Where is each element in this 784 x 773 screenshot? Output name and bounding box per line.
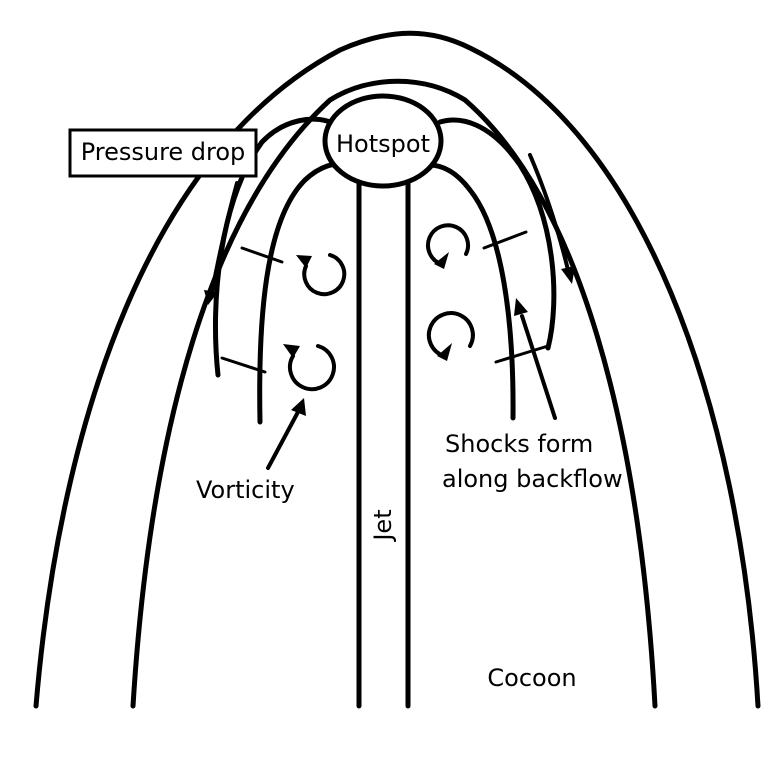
cocoon-inner-boundary <box>130 78 658 709</box>
vorticity-pointer-line <box>266 410 300 470</box>
shock-line-right-lower <box>494 344 550 364</box>
vortex-icon-right-upper <box>426 223 470 269</box>
shock-line-left-upper <box>240 246 284 264</box>
backflow-arrow-right-head <box>561 266 575 284</box>
vortex-icon-left-upper <box>296 253 347 297</box>
backflow-wall-right-outer <box>437 117 557 351</box>
backflow-arrow-left-head <box>204 290 218 305</box>
vortex-icon-right-lower <box>426 311 475 361</box>
pressure-drop-box <box>68 128 258 178</box>
shocks-pointer-line <box>520 314 557 420</box>
vortex-icon-left-lower <box>283 344 336 392</box>
backflow-arrow-right-line <box>528 153 570 272</box>
backflow-wall-left-inner <box>257 161 349 425</box>
shocks-pointer-head <box>514 298 528 316</box>
backflow-arrow-left-line <box>210 181 239 294</box>
cocoon-outer-boundary <box>33 30 761 709</box>
vorticity-pointer-head <box>291 398 306 416</box>
pressure-drop-label: Pressure drop <box>81 138 246 166</box>
vorticity-label: Vorticity <box>196 476 295 504</box>
hotspot-label: Hotspot <box>336 130 430 158</box>
jet-label: Jet <box>369 509 397 542</box>
hotspot-ellipse <box>322 93 444 189</box>
shocks-label-line2: along backflow <box>442 465 623 493</box>
backflow-wall-right-inner <box>422 162 516 421</box>
cocoon-label: Cocoon <box>487 664 576 692</box>
shocks-label-line1: Shocks form <box>445 430 593 458</box>
shock-line-right-upper <box>482 230 528 250</box>
shock-line-left-lower <box>220 356 267 374</box>
